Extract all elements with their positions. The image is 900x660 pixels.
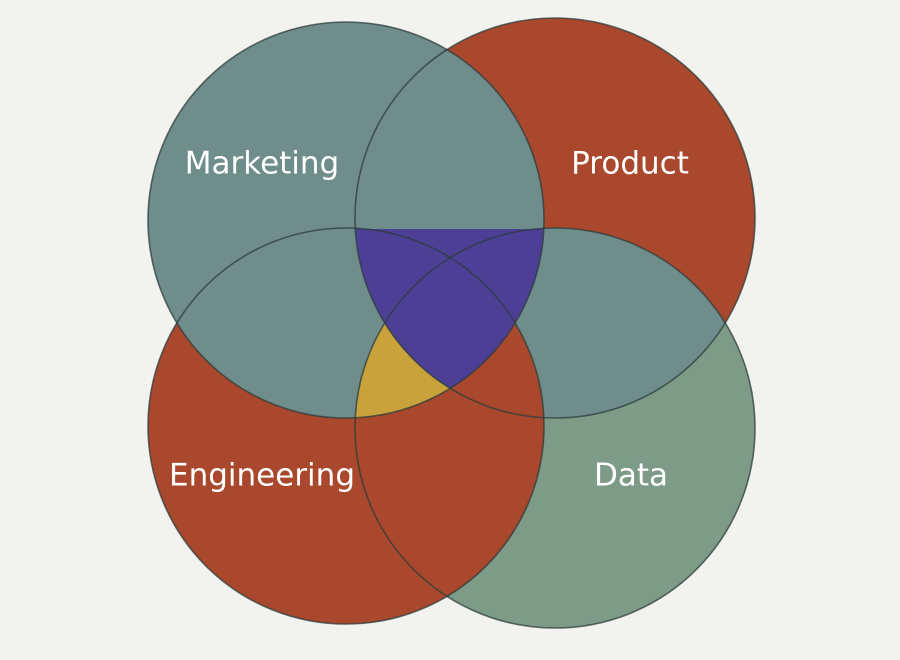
engineering-outline bbox=[147, 227, 545, 625]
data-label: Data bbox=[594, 458, 668, 494]
marketing-label: Marketing bbox=[185, 146, 340, 182]
data-outline bbox=[354, 227, 756, 629]
product-label: Product bbox=[571, 146, 689, 182]
product-outline bbox=[354, 17, 756, 419]
marketing-outline bbox=[147, 21, 545, 419]
engineering-label: Engineering bbox=[169, 458, 355, 494]
